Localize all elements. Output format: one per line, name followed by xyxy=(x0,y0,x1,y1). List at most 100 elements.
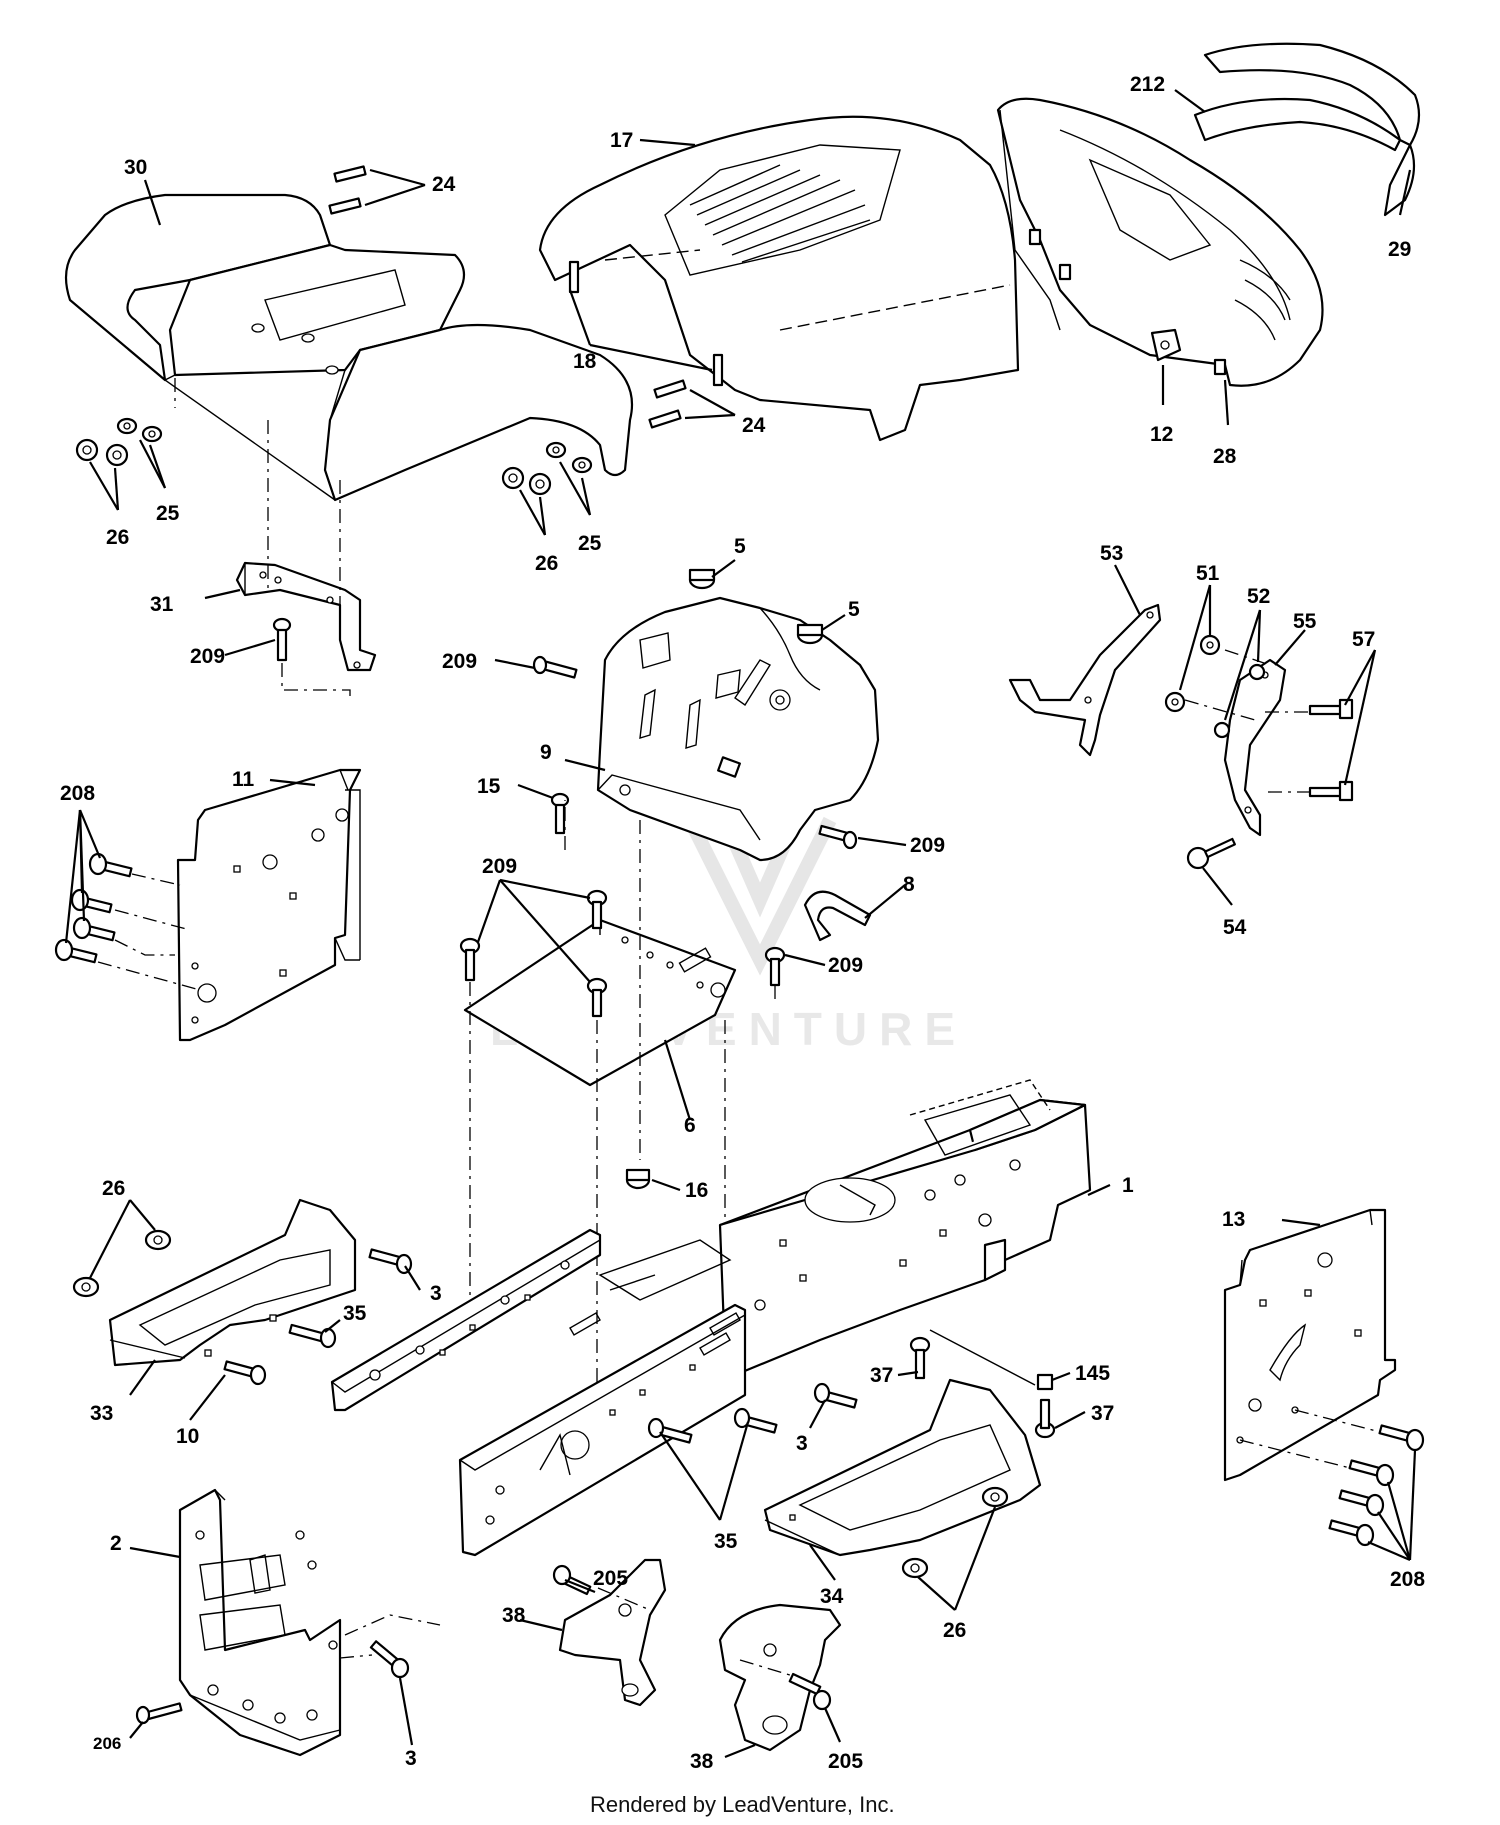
callout-26: 26 xyxy=(106,526,129,549)
callout-35: 35 xyxy=(343,1302,367,1325)
part-bracket-31 xyxy=(235,561,377,672)
footer-credit: Rendered by LeadVenture, Inc. xyxy=(590,1792,895,1817)
callout-16: 16 xyxy=(685,1179,708,1202)
part-trim-212 xyxy=(1193,42,1421,217)
part-hood xyxy=(538,115,1020,442)
bolt-209-b xyxy=(532,655,578,679)
callout-3: 3 xyxy=(796,1432,808,1455)
callout-3: 3 xyxy=(430,1282,442,1305)
bolt-24-mid xyxy=(648,379,687,429)
callout-38: 38 xyxy=(690,1750,714,1773)
callout-18: 18 xyxy=(573,350,597,373)
callout-208: 208 xyxy=(60,782,95,805)
callout-37: 37 xyxy=(1091,1402,1114,1425)
callout-145: 145 xyxy=(1075,1362,1110,1385)
callout-26: 26 xyxy=(102,1177,125,1200)
callout-34: 34 xyxy=(820,1585,844,1608)
bolts-205 xyxy=(552,1564,832,1711)
nuts-51-washers-52 xyxy=(1164,634,1266,739)
callout-24: 24 xyxy=(432,173,456,196)
bolts-208-right xyxy=(1328,1424,1425,1547)
callout-13: 13 xyxy=(1222,1208,1245,1231)
callout-25: 25 xyxy=(156,502,180,525)
callout-35: 35 xyxy=(714,1530,738,1553)
callout-28: 28 xyxy=(1213,445,1237,468)
callout-17: 17 xyxy=(610,129,633,152)
part-dash-panel-9 xyxy=(596,596,880,862)
knob-5 xyxy=(688,568,824,645)
part-side-panel-11 xyxy=(176,768,362,1042)
callout-1: 1 xyxy=(1122,1174,1134,1197)
callout-26: 26 xyxy=(535,552,558,575)
callout-5: 5 xyxy=(734,535,746,558)
part-frame-rail-upper xyxy=(330,1228,602,1412)
bolt-54 xyxy=(1186,837,1236,870)
callout-9: 9 xyxy=(540,741,552,764)
callout-26: 26 xyxy=(943,1619,966,1642)
part-footrest-33 xyxy=(108,1198,357,1367)
part-side-panel-13 xyxy=(1223,1208,1397,1482)
part-bracket-38-left xyxy=(558,1558,667,1707)
part-bracket-55 xyxy=(1223,658,1287,837)
callout-31: 31 xyxy=(150,593,174,616)
callout-209: 209 xyxy=(442,650,477,673)
callout-labels: 30 24 17 212 29 18 24 12 28 25 26 26 25 … xyxy=(60,73,1425,1773)
callout-2: 2 xyxy=(110,1532,122,1555)
callout-55: 55 xyxy=(1293,610,1317,633)
bolt-24-top xyxy=(328,165,367,215)
nuts-26-footrest xyxy=(72,1229,172,1298)
callout-25: 25 xyxy=(578,532,602,555)
callout-51: 51 xyxy=(1196,562,1220,585)
callout-10: 10 xyxy=(176,1425,199,1448)
part-clip-12 xyxy=(1150,328,1182,362)
bolts-209-plate xyxy=(459,889,786,1018)
bolts-37-145 xyxy=(909,1329,1056,1439)
bolt-209-a xyxy=(272,617,292,662)
callout-29: 29 xyxy=(1388,238,1411,261)
callout-52: 52 xyxy=(1247,585,1270,608)
part-rear-fender xyxy=(64,193,634,502)
nuts-26-right xyxy=(901,1486,1009,1579)
part-frame-rail-lower xyxy=(458,1303,747,1557)
callout-8: 8 xyxy=(903,873,915,896)
bolt-206 xyxy=(135,1702,183,1725)
callout-24: 24 xyxy=(742,414,766,437)
part-front-bracket-2 xyxy=(178,1488,342,1757)
callout-205: 205 xyxy=(593,1567,628,1590)
part-frame-cross xyxy=(569,1239,732,1356)
washers-nuts-left xyxy=(75,417,163,467)
callout-37: 37 xyxy=(870,1364,893,1387)
callout-5: 5 xyxy=(848,598,860,621)
callout-212: 212 xyxy=(1130,73,1165,96)
callout-15: 15 xyxy=(477,775,501,798)
bolts-208-left xyxy=(54,852,133,964)
callout-209: 209 xyxy=(190,645,225,668)
washers-nuts-right xyxy=(501,441,593,496)
callout-38: 38 xyxy=(502,1604,526,1627)
callout-208: 208 xyxy=(1390,1568,1425,1591)
callout-53: 53 xyxy=(1100,542,1123,565)
part-footrest-34 xyxy=(763,1378,1042,1557)
callout-11: 11 xyxy=(232,768,255,791)
bolts-center-lower xyxy=(647,1382,858,1444)
callout-205: 205 xyxy=(828,1750,863,1773)
callout-54: 54 xyxy=(1223,916,1247,939)
callout-209: 209 xyxy=(910,834,945,857)
leader-lines xyxy=(64,89,1417,1759)
part-clip-8 xyxy=(803,890,872,942)
callout-33: 33 xyxy=(90,1402,113,1425)
callout-209: 209 xyxy=(828,954,863,977)
callout-206: 206 xyxy=(93,1734,121,1753)
nut-16 xyxy=(625,1168,651,1190)
bolts-footrest-left xyxy=(223,1248,413,1386)
part-bracket-53 xyxy=(1008,603,1162,757)
bolt-209-c xyxy=(818,824,858,850)
bolt-15 xyxy=(550,792,570,835)
callout-30: 30 xyxy=(124,156,147,179)
bolt-3-front xyxy=(369,1640,410,1679)
part-bracket-38-right xyxy=(718,1603,842,1752)
callout-6: 6 xyxy=(684,1114,696,1137)
callout-209: 209 xyxy=(482,855,517,878)
callout-3: 3 xyxy=(405,1747,417,1770)
